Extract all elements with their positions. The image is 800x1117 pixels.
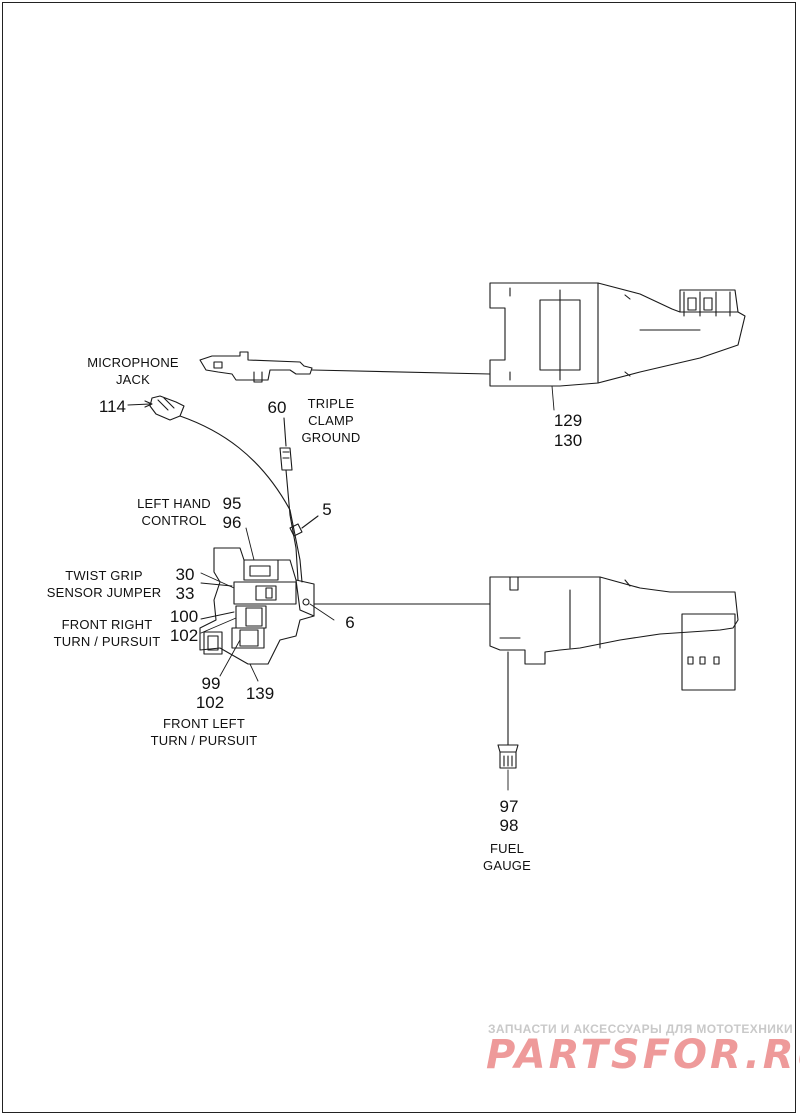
fuel-gauge-connector (497, 651, 519, 769)
callout-129: 129 (553, 411, 583, 430)
callout-98: 98 (499, 816, 519, 835)
callout-102-right: 102 (169, 626, 199, 645)
callout-6: 6 (345, 613, 355, 632)
callout-96: 96 (222, 513, 242, 532)
callout-99: 99 (201, 674, 221, 693)
watermark-logo: PARTSFOR.RU (486, 1032, 800, 1078)
watermark-caption: ЗАПЧАСТИ И АКСЕССУАРЫ ДЛЯ МОТОТЕХНИКИ (488, 1022, 794, 1036)
callout-60: 60 (267, 398, 287, 417)
callout-100: 100 (169, 607, 199, 626)
microphone-plug-114 (127, 395, 185, 421)
control-wire (289, 509, 303, 583)
callout-33: 33 (175, 584, 195, 603)
left-hand-control-block (199, 547, 315, 665)
watermark-logo-a: PARTS (486, 1032, 643, 1078)
callout-102-left: 102 (195, 693, 225, 712)
callout-114: 114 (98, 397, 126, 416)
upper-harness-housing (489, 282, 746, 387)
microphone-jack-bracket (199, 351, 313, 383)
lower-harness-housing (489, 576, 739, 691)
clip-5 (289, 515, 319, 537)
watermark-logo-b: FOR.RU (642, 1032, 800, 1078)
leader-lines (200, 385, 555, 791)
callout-97: 97 (499, 797, 519, 816)
callout-5: 5 (322, 500, 332, 519)
callout-95: 95 (222, 494, 242, 513)
callout-139: 139 (245, 684, 275, 703)
plug-wire (179, 415, 291, 511)
ground-connector-60 (279, 417, 299, 581)
mic-wire (311, 369, 491, 375)
callout-130: 130 (553, 431, 583, 450)
callout-30: 30 (175, 565, 195, 584)
